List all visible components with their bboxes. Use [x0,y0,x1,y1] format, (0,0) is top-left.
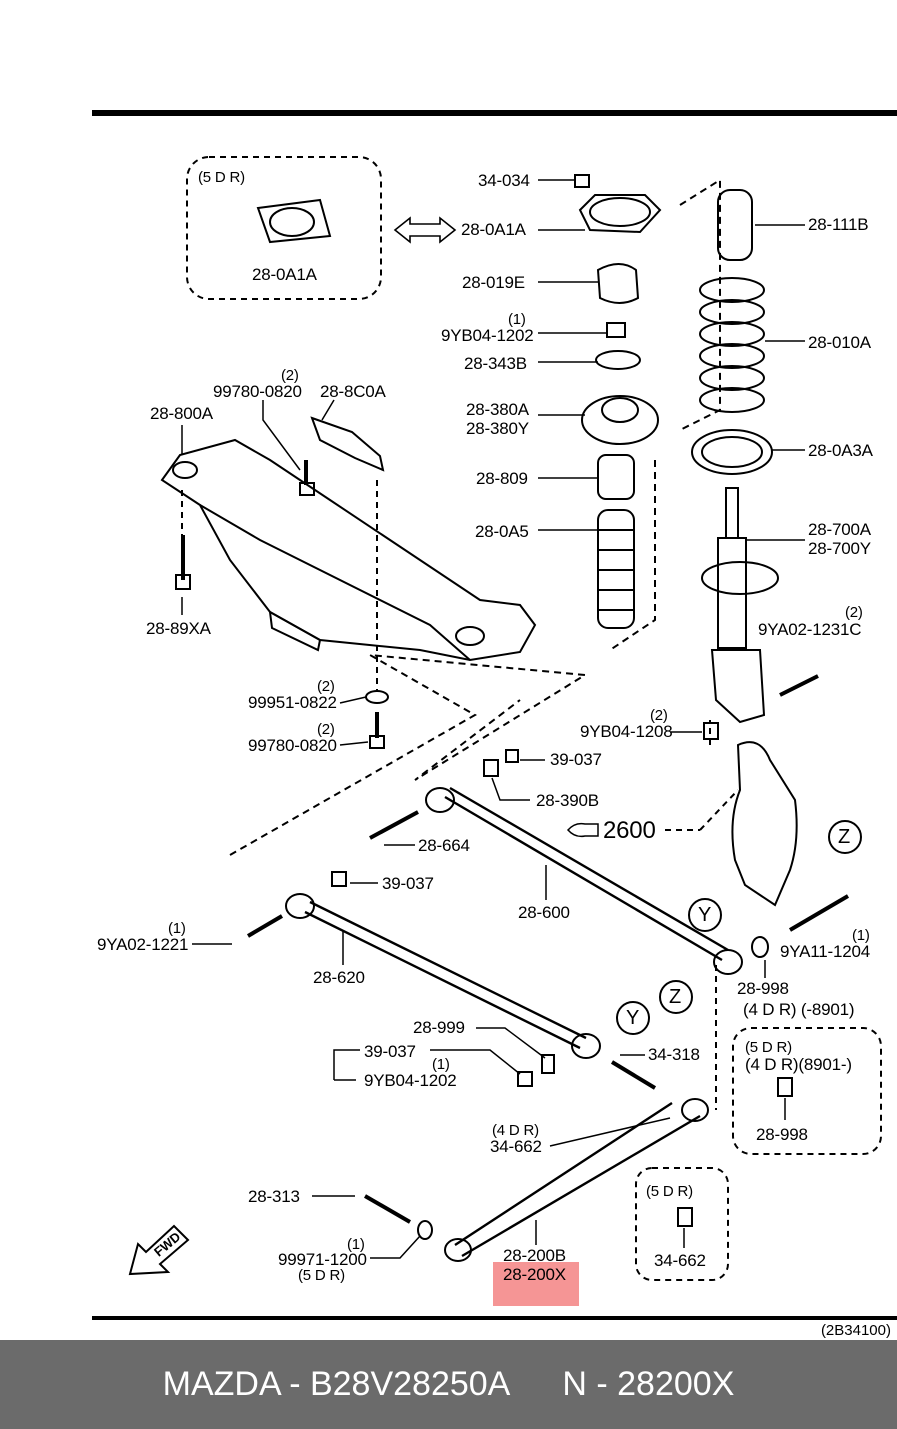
label-39-037-c: 39-037 [364,1042,416,1061]
option-box-bottom [635,1167,729,1281]
label-9ya11-1204: 9YA11-1204 [780,942,870,961]
label-9ya02-1231c: 9YA02-1231C [758,620,862,639]
footer-bar: MAZDA - B28V28250A N - 28200X [0,1340,897,1429]
label-99780-0820-a: 99780-0820 [213,382,302,401]
guide-spring-left [679,178,721,431]
label-qty-2b: (2) [845,604,863,621]
label-28-700y: 28-700Y [808,539,871,558]
label-5dr-c: (5 D R) [298,1267,345,1284]
label-39-037-b: 39-037 [382,874,434,893]
label-28-200x: 28-200X [503,1265,566,1284]
label-2600: 2600 [603,817,656,844]
top-rule [92,110,897,116]
label-34-034: 34-034 [478,171,530,190]
circle-letter-z2: Z [669,986,682,1008]
label-qty-1d: (1) [432,1056,450,1073]
footer-ref-number: N - 28200X [562,1365,735,1403]
label-qty-1b: (1) [168,920,186,937]
label-9yb04-1202-a: 9YB04-1202 [441,326,534,345]
exploded-suspension-diagram [160,156,882,1281]
label-28-019e: 28-019E [462,273,525,292]
label-4dr-left: (4 D R) [492,1122,539,1139]
label-4dr-8901: (4 D R) (-8901) [743,1000,855,1019]
label-qty-1e: (1) [347,1236,365,1253]
label-28-998-a: 28-998 [737,979,789,998]
highlight-28200x [493,1262,579,1306]
label-5dr-bottom: (5 D R) [646,1183,693,1200]
label-34-662-a: 34-662 [490,1137,542,1156]
label-99951-0822: 99951-0822 [248,693,337,712]
label-5dr-right: (5 D R) [745,1039,792,1056]
guide-strut-top [609,460,656,651]
label-9yb04-1202-b: 9YB04-1202 [364,1071,457,1090]
circle-letter-y2: Y [626,1007,640,1029]
label-qty-2a: (2) [281,367,299,384]
label-34-318: 34-318 [648,1045,700,1064]
label-28-380a: 28-380A [466,400,529,419]
fwd-arrow-icon: FWD [128,1224,190,1276]
label-28-800a: 28-800A [150,404,213,423]
label-28-600: 28-600 [518,903,570,922]
label-28-664: 28-664 [418,836,470,855]
label-28-998-b: 28-998 [756,1125,808,1144]
label-28-0a3a: 28-0A3A [808,441,873,460]
label-28-0a1a: 28-0A1A [461,220,526,239]
diagram-code: (2B34100) [820,1322,891,1339]
label-4dr-8901-right: (4 D R)(8901-) [745,1055,852,1074]
circle-letter-z1: Z [838,826,851,848]
label-28-8c0a: 28-8C0A [320,382,386,401]
label-qty-1a: (1) [508,311,526,328]
label-28-200b: 28-200B [503,1246,566,1265]
label-28-700a: 28-700A [808,520,871,539]
label-99971-1200: 99971-1200 [278,1250,367,1269]
circle-letter-y1: Y [698,904,712,926]
label-qty-2d: (2) [317,721,335,738]
label-28-390b: 28-390B [536,791,599,810]
label-28-111b: 28-111B [808,215,869,234]
label-qty-2e: (2) [650,707,668,724]
label-9yb04-1208: 9YB04-1208 [580,722,673,741]
label-34-662-b: 34-662 [654,1251,706,1270]
label-28-0a1a-box: 28-0A1A [252,265,317,284]
label-qty-2c: (2) [317,678,335,695]
label-qty-1c: (1) [852,927,870,944]
label-28-620: 28-620 [313,968,365,987]
label-28-343b: 28-343B [464,354,527,373]
option-box-5dr-top [186,156,382,300]
label-28-380y: 28-380Y [466,419,529,438]
label-28-999: 28-999 [413,1018,465,1037]
label-5dr-top: (5 D R) [198,169,245,186]
label-99780-0820-b: 99780-0820 [248,736,337,755]
label-28-89xa: 28-89XA [146,619,211,638]
option-box-right [732,1027,882,1155]
footer-part-number: MAZDA - B28V28250A [162,1365,511,1403]
label-9ya02-1221: 9YA02-1221 [97,935,189,954]
label-39-037-a: 39-037 [550,750,602,769]
label-28-0a5: 28-0A5 [475,522,529,541]
guide-crossmember [229,654,589,856]
label-28-809: 28-809 [476,469,528,488]
label-28-313: 28-313 [248,1187,300,1206]
bottom-rule [92,1316,897,1320]
label-28-010a: 28-010A [808,333,871,352]
